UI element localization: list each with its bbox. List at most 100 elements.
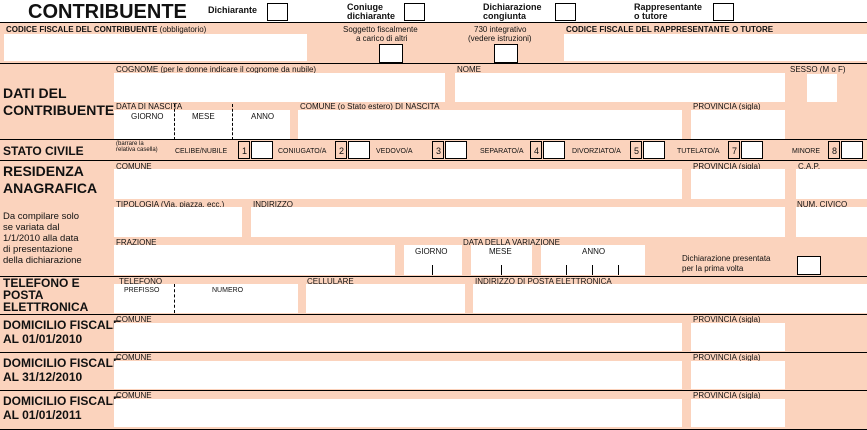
form-title: CONTRIBUENTE	[28, 1, 187, 23]
stato-civile-code-text: 2	[339, 146, 345, 156]
stato-civile-label: DIVORZIATO/A	[572, 148, 621, 155]
nascita-anno-label: ANNO	[251, 112, 275, 121]
stato-civile-label: VEDOVO/A	[376, 148, 413, 155]
congiunta-label-1: Dichiarazione	[483, 2, 542, 12]
divider	[0, 314, 867, 315]
domicilio-comune-label: COMUNE	[116, 391, 152, 400]
stato-civile-checkbox[interactable]	[543, 141, 565, 159]
nome-input[interactable]	[455, 73, 785, 102]
civico-input[interactable]	[796, 207, 867, 237]
tipologia-input[interactable]	[114, 207, 242, 237]
telefono-input[interactable]	[114, 284, 298, 313]
stato-civile-checkbox[interactable]	[643, 141, 665, 159]
cognome-label: COGNOME (per le donne indicare il cognom…	[116, 65, 317, 74]
comune-nascita-input[interactable]	[298, 110, 682, 140]
integrativo-label-1: 730 integrativo	[474, 25, 527, 34]
data-variazione-anno-input[interactable]	[541, 245, 645, 275]
residenza-note-line: della dichiarazione	[3, 255, 82, 266]
divider	[0, 160, 867, 161]
prefisso-label: PREFISSO	[124, 287, 160, 294]
nascita-giorno-label: GIORNO	[131, 112, 164, 121]
email-input[interactable]	[473, 284, 867, 313]
cf-contribuente-title: CODICE FISCALE DEL CONTRIBUENTE	[6, 25, 158, 34]
domicilio-title-1: DOMICILIO FISCALE	[3, 394, 121, 408]
rappresentante-label-1: Rappresentante	[634, 2, 703, 12]
cf-obbligatorio-note: (obbligatorio)	[159, 25, 207, 34]
cf-contribuente-input[interactable]	[4, 34, 307, 61]
residenza-comune-input[interactable]	[114, 169, 682, 199]
stato-civile-code-text: 4	[534, 146, 540, 156]
rappresentante-label-2: o tutore	[634, 11, 668, 21]
stato-civile-checkbox[interactable]	[841, 141, 863, 159]
sesso-input[interactable]	[807, 74, 837, 102]
stato-civile-label: TUTELATO/A	[677, 148, 720, 155]
stato-civile-checkbox[interactable]	[251, 141, 273, 159]
dati-section-title-2: CONTRIBUENTE	[3, 102, 115, 118]
domicilio-provincia-input[interactable]	[691, 399, 785, 427]
stato-civile-label: CONIUGATO/A	[278, 148, 327, 155]
stato-civile-checkbox[interactable]	[445, 141, 467, 159]
field-tick	[592, 265, 593, 275]
stato-civile-label: MINORE	[792, 148, 820, 155]
data-nascita-input[interactable]	[114, 110, 290, 140]
cf-rappresentante-label: CODICE FISCALE DEL RAPPRESENTANTE O TUTO…	[566, 25, 774, 34]
coniuge-checkbox[interactable]	[404, 3, 425, 21]
domicilio-title-2: AL 01/01/2011	[3, 408, 82, 422]
nome-label: NOME	[457, 65, 481, 74]
soggetto-checkbox[interactable]	[379, 44, 403, 63]
domicilio-provincia-input[interactable]	[691, 323, 785, 351]
cognome-input[interactable]	[114, 73, 445, 102]
stato-civile-code-text: 1	[242, 146, 248, 156]
stato-civile-code: 3	[432, 141, 444, 159]
stato-civile-code-text: 8	[832, 146, 838, 156]
domicilio-comune-input[interactable]	[114, 323, 682, 351]
stato-civile-code-text: 7	[732, 146, 738, 156]
cf-rappresentante-input[interactable]	[564, 34, 867, 61]
domicilio-provincia-input[interactable]	[691, 361, 785, 389]
residenza-provincia-input[interactable]	[691, 169, 785, 199]
data-variazione-giorno-input[interactable]	[404, 245, 462, 275]
frazione-input[interactable]	[114, 245, 395, 275]
stato-civile-checkbox[interactable]	[348, 141, 370, 159]
dichiarante-checkbox[interactable]	[267, 3, 288, 21]
stato-civile-code: 8	[828, 141, 840, 159]
stato-civile-code: 1	[238, 141, 250, 159]
soggetto-label-1: Soggetto fiscalmente	[343, 25, 418, 34]
domicilio-comune-input[interactable]	[114, 399, 682, 427]
provincia-nascita-input[interactable]	[691, 110, 785, 140]
divider	[0, 276, 867, 277]
stato-civile-code: 4	[530, 141, 542, 159]
stato-civile-checkbox[interactable]	[741, 141, 763, 159]
stato-civile-code-text: 5	[634, 146, 640, 156]
integrativo-checkbox[interactable]	[494, 44, 518, 63]
residenza-note-line: di presentazione	[3, 244, 73, 255]
integrativo-label-2: (vedere istruzioni)	[468, 34, 532, 43]
domicilio-provincia-label: PROVINCIA (sigla)	[693, 315, 761, 324]
indirizzo-input[interactable]	[251, 207, 785, 237]
stato-civile-note-1: (barrare la	[116, 141, 144, 147]
cap-label: C.A.P.	[798, 162, 821, 171]
rappresentante-checkbox[interactable]	[713, 3, 734, 21]
cap-input[interactable]	[796, 169, 867, 199]
stato-civile-title: STATO CIVILE	[3, 144, 84, 158]
domicilio-comune-input[interactable]	[114, 361, 682, 389]
residenza-note-line: 1/1/2010 alla data	[3, 233, 79, 244]
domicilio-title-1: DOMICILIO FISCALE	[3, 356, 121, 370]
coniuge-label-1: Coniuge	[347, 2, 383, 12]
numero-label: NUMERO	[212, 287, 244, 294]
dati-section-title-1: DATI DEL	[3, 85, 67, 101]
civico-label: NUM. CIVICO	[797, 200, 848, 209]
divider	[0, 390, 867, 391]
frazione-label: FRAZIONE	[116, 238, 157, 247]
residenza-comune-label: COMUNE	[116, 162, 152, 171]
provincia-nascita-label: PROVINCIA (sigla)	[693, 102, 761, 111]
prima-volta-checkbox[interactable]	[797, 256, 821, 275]
divider	[0, 352, 867, 353]
stato-civile-label: CELIBE/NUBILE	[175, 148, 228, 155]
congiunta-checkbox[interactable]	[555, 3, 576, 21]
cf-contribuente-label: CODICE FISCALE DEL CONTRIBUENTE (obbliga…	[6, 25, 206, 34]
domicilio-title-2: AL 01/01/2010	[3, 332, 83, 346]
stato-civile-code-text: 3	[436, 146, 442, 156]
dichiarante-label: Dichiarante	[208, 5, 258, 15]
cellulare-input[interactable]	[306, 284, 465, 313]
